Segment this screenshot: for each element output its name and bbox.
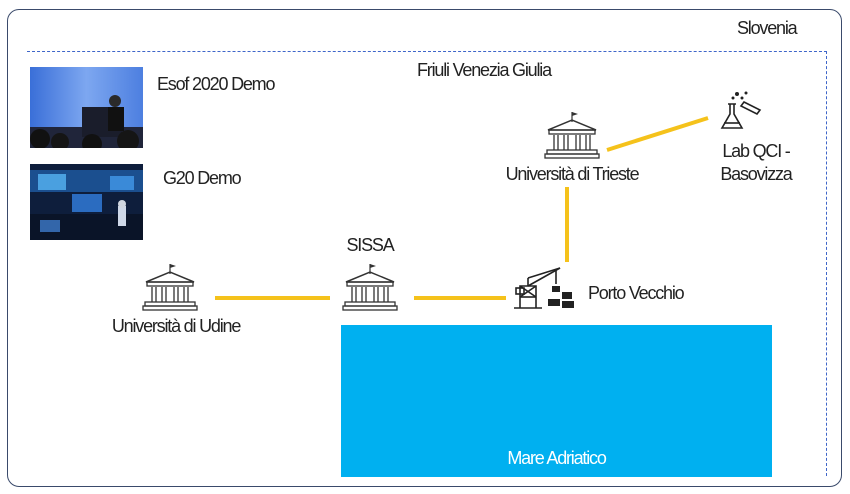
porto-label: Porto Vecchio [588,283,685,303]
slovenia-label: Slovenia [737,18,798,38]
g20-demo-photo [30,164,143,240]
esof-demo-label: Esof 2020 Demo [157,74,275,94]
link-trieste-lab [606,116,709,152]
udine-label: Università di Udine [111,316,241,336]
university-building-icon [544,110,600,165]
university-building-icon [342,262,398,317]
trieste-label: Università di Trieste [505,164,640,184]
g20-demo-label: G20 Demo [163,168,242,188]
lab-flask-icon [720,90,766,137]
lab-label: Lab QCI - Basovizza [720,141,792,184]
university-building-icon [142,262,198,317]
port-crane-icon [512,264,578,317]
friuli-region-border [27,51,827,476]
adriatic-sea: Mare Adriatico [341,325,772,477]
sissa-label: SISSA [346,235,394,255]
sea-label: Mare Adriatico [507,448,606,468]
slovenia-border [7,9,842,487]
friuli-label: Friuli Venezia Giulia [417,60,552,80]
esof-demo-photo [30,67,143,148]
